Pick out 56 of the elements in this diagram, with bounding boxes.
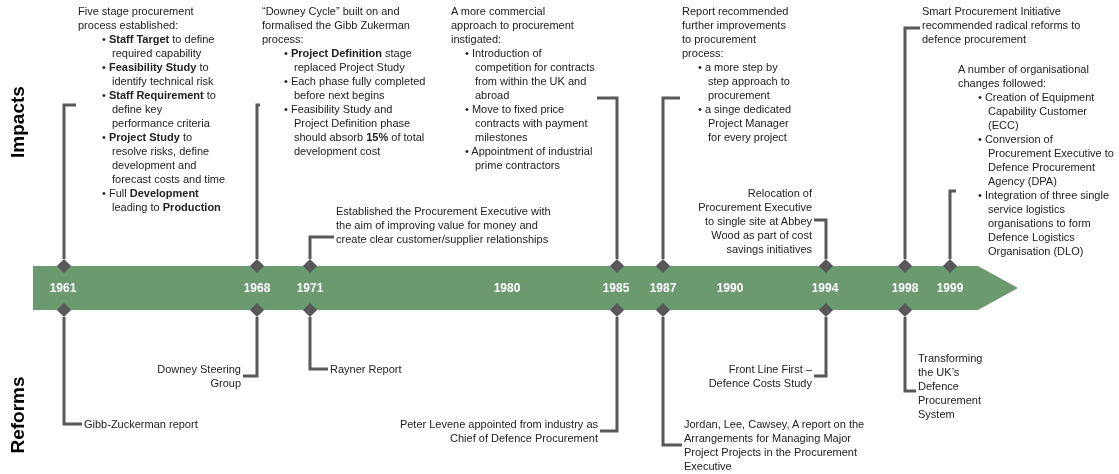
year-label: 1999 xyxy=(936,281,964,295)
year-label: 1985 xyxy=(602,281,630,295)
year-label: 1968 xyxy=(243,281,271,295)
year-label: 1998 xyxy=(891,281,919,295)
event-note: Front Line First – Defence Costs Study xyxy=(690,362,812,390)
leader-line xyxy=(600,317,619,433)
leader-line xyxy=(661,317,682,447)
note-heading: A more commercial approach to procurement instigated: xyxy=(451,4,575,46)
leader-line xyxy=(308,235,334,259)
event-note: Downey Steering Group xyxy=(147,362,241,390)
note-heading: Report recommended further improvements to procurement process: xyxy=(682,4,790,60)
year-label: 1961 xyxy=(49,281,77,295)
bullet-item: • Integration of three single service logistics organisations to form Defence Logistics Organisation (DLO) xyxy=(978,188,1111,258)
bullet-item: • Move to fixed price contracts with payment milestones xyxy=(465,102,589,144)
bullet-item: • a singe dedicated Project Manager for every project xyxy=(698,102,793,144)
bullet-item: • Each phase fully completed before next begins xyxy=(284,74,427,102)
note-heading: “Downey Cycle” built on and formalised the Gibb Zukerman process: xyxy=(262,4,411,46)
bullet-item: • a more step by step approach to procurement xyxy=(698,60,791,102)
year-label: 1971 xyxy=(296,281,324,295)
bullet-item: • Project Study to resolve risks, define development and forecast costs and time xyxy=(102,130,226,186)
bullet-item: • Full Development leading to Production xyxy=(102,186,222,214)
leader-line xyxy=(255,103,260,259)
year-label: 1994 xyxy=(811,281,839,295)
leader-line xyxy=(948,189,956,259)
event-note: Peter Levene appointed from industry as Chief of Defence Procurement xyxy=(396,417,598,445)
section-label: Reforms xyxy=(5,376,29,454)
year-label: 1987 xyxy=(649,281,677,295)
event-note: Rayner Report xyxy=(330,362,430,376)
note-heading: A number of organisational changes followed: xyxy=(958,62,1090,90)
bullet-item: • Project Definition stage replaced Project Study xyxy=(284,46,413,74)
leader-line xyxy=(661,96,680,259)
note-heading: Five stage procurement process established: xyxy=(78,4,195,32)
leader-line xyxy=(903,26,920,259)
year-label: 1980 xyxy=(493,281,521,295)
bullet-item: • Conversion of Procurement Executive to Defence Procurement Agency (DPA) xyxy=(978,132,1115,188)
leader-line xyxy=(903,317,916,393)
event-note: Relocation of Procurement Executive to single site at Abbey Wood as part of cost savings initiatives xyxy=(690,186,812,256)
leader-line xyxy=(62,317,82,426)
section-label: Impacts xyxy=(5,86,29,158)
year-label: 1990 xyxy=(716,281,744,295)
event-note: Smart Procurement Initiative recommended radical reforms to defence procurement xyxy=(922,4,1097,46)
bullet-item: • Appointment of industrial prime contractors xyxy=(465,144,594,172)
leader-line xyxy=(814,218,828,259)
leader-line xyxy=(243,317,259,378)
event-note: Established the Procurement Executive with the aim of improving value for money and create clear customer/supplier relationships xyxy=(336,204,564,246)
timeline-arrow-band xyxy=(33,266,1018,310)
event-note: Jordan, Lee, Cawsey, A report on the Arrangements for Managing Major Project Projects in the Procurement Executive xyxy=(684,417,870,473)
leader-line xyxy=(308,317,328,371)
event-note: Transforming the UK’s Defence Procurement System xyxy=(918,351,998,421)
bullet-item: • Creation of Equipment Capability Customer (ECC) xyxy=(978,90,1096,132)
bullet-item: • Feasibility Study and Project Definition phase should absorb 15% of total development cost xyxy=(284,102,426,158)
bullet-item: • Introduction of competition for contracts from within the UK and abroad xyxy=(465,46,595,102)
leader-line xyxy=(597,96,619,259)
leader-line xyxy=(62,103,76,259)
event-note: Gibb-Zuckerman report xyxy=(84,417,234,431)
leader-line xyxy=(814,317,828,378)
